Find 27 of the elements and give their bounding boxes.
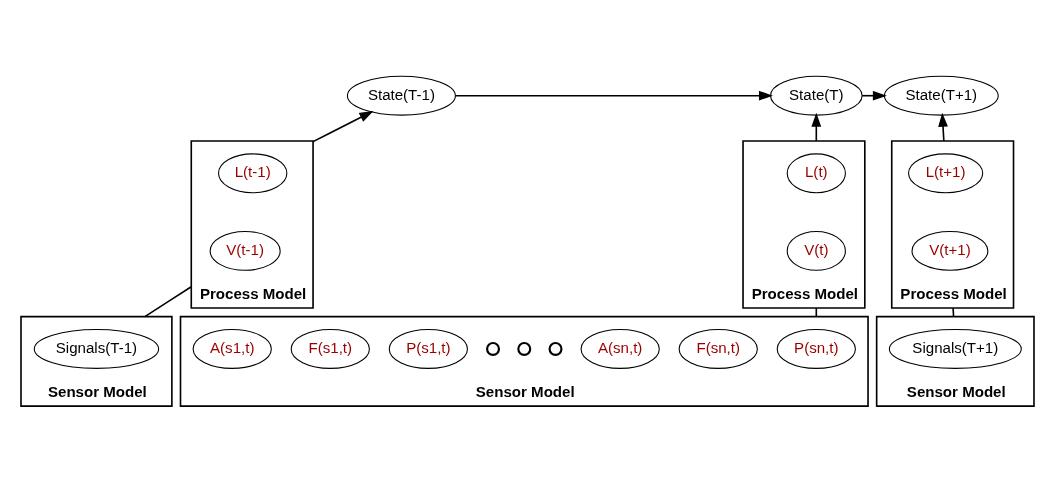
node-ellipse: Signals(T-1) xyxy=(33,329,160,369)
node-ellipse: V(t+1) xyxy=(911,230,989,271)
node-ellipse: L(t) xyxy=(786,153,846,194)
node-ellipse: Signals(T+1) xyxy=(888,329,1022,369)
node-ellipse: A(sn,t) xyxy=(580,329,660,369)
node-ellipse: State(T-1) xyxy=(346,75,456,116)
arrow xyxy=(861,90,887,101)
node-circle xyxy=(486,341,500,356)
node-ellipse: L(t+1) xyxy=(908,153,984,194)
node-ellipse: V(t) xyxy=(786,230,846,271)
arrow xyxy=(811,112,822,142)
node-ellipse: F(sn,t) xyxy=(678,329,758,369)
node-ellipse: F(s1,t) xyxy=(290,329,370,369)
connector xyxy=(952,307,955,318)
node-ellipse: P(s1,t) xyxy=(388,329,468,369)
connector xyxy=(144,285,193,318)
connector xyxy=(815,307,818,318)
node-circle xyxy=(548,341,563,356)
node-ellipse: V(t-1) xyxy=(209,230,281,271)
node-circle xyxy=(517,341,532,356)
node-ellipse: P(sn,t) xyxy=(776,329,856,369)
node-ellipse: State(T+1) xyxy=(883,75,999,116)
arrow xyxy=(454,90,773,101)
node-ellipse: L(t-1) xyxy=(218,153,288,194)
arrow xyxy=(312,110,374,143)
node-ellipse: State(T) xyxy=(770,75,863,116)
node-ellipse: A(s1,t) xyxy=(192,329,272,369)
